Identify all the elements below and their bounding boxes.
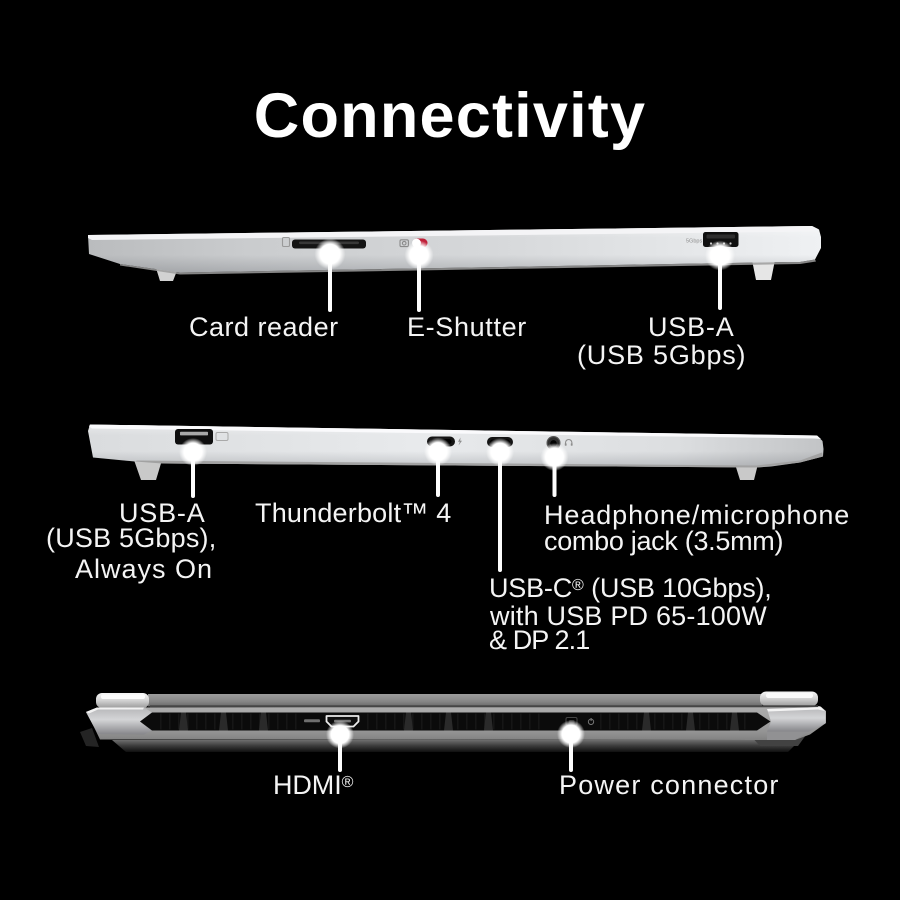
svg-text:5Gbps: 5Gbps bbox=[686, 239, 702, 245]
